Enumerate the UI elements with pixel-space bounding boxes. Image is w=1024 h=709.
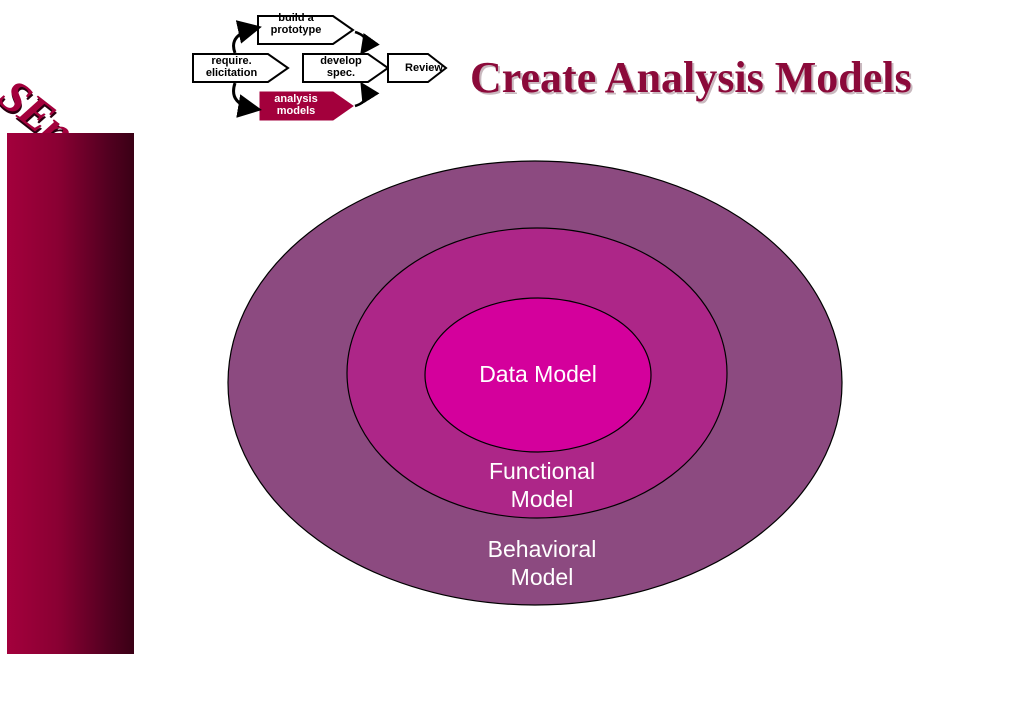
behavioral-model-line2: Model [510,564,574,590]
build-prototype-label: build a prototype [260,12,332,36]
functional-model-line2: Model [510,486,574,512]
page-title: Create Analysis Models [470,53,912,102]
analysis-models-line1: analysis [274,93,318,105]
require-elicitation-line2: elicitation [205,67,258,79]
develop-spec-line2: spec. [326,67,356,79]
side-gradient-bar [7,133,134,654]
arrow-elicitation-to-prototype [232,20,262,54]
nested-ellipses-svg [227,160,843,606]
arrow-prototype-to-spec [354,30,380,56]
analysis-models-label: analysis models [260,93,332,117]
functional-model-line1: Functional [488,458,596,484]
build-prototype-line1: build a [278,12,314,24]
arrow-analysis-to-spec [354,81,380,108]
data-model-label: Data Model [479,361,597,387]
functional-model-label: Functional Model [442,457,642,513]
review-box [387,53,448,83]
require-elicitation-line1: require. [211,55,252,67]
develop-spec-label: develop spec. [308,55,374,79]
seng-logo: SEng [0,30,135,171]
review-label: Review [405,62,443,74]
behavioral-model-line1: Behavioral [487,536,597,562]
analysis-models-diagram: Data Model Functional Model Behavioral M… [220,155,850,615]
analysis-models-line2: models [276,105,316,117]
build-prototype-line2: prototype [270,24,322,36]
process-flow-diagram: build a prototype require. elicitation d… [190,10,460,125]
develop-spec-box [302,53,390,83]
behavioral-model-label: Behavioral Model [442,535,642,591]
arrow-elicitation-to-analysis [232,82,262,118]
process-flow-svg [192,15,448,121]
require-elicitation-label: require. elicitation [194,55,269,79]
require-elicitation-box [192,53,290,83]
data-model-ellipse [424,297,652,453]
develop-spec-line1: develop [320,55,362,67]
